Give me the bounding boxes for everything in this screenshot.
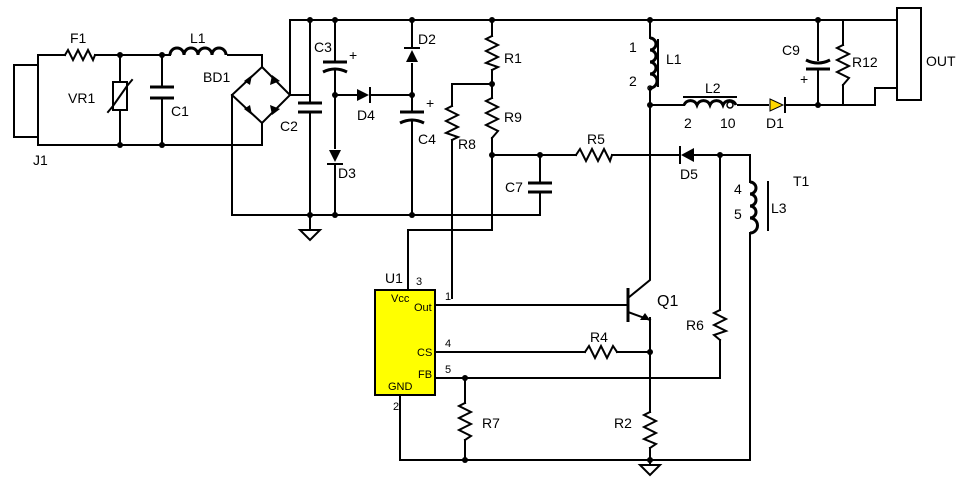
resistor-r6 [711,308,729,342]
u1-label-vcc: Vcc [391,293,410,305]
label-out: OUT [926,53,956,69]
label-f1: F1 [70,30,87,46]
output-connector [896,7,922,101]
u1-pin-4: 4 [445,338,451,350]
polarity-c9: + [800,71,808,87]
resistor-r7 [456,401,474,442]
pin-l3-4: 4 [734,181,742,197]
u1-pin-3: 3 [416,276,422,288]
label-r1: R1 [504,50,522,66]
ground-symbol-top [297,229,323,242]
resistor-r8 [443,104,461,142]
label-r2: R2 [614,415,632,431]
inductor-l1-input [168,46,228,56]
pin-l1-2: 2 [629,73,637,89]
fuse-f1 [63,47,97,63]
label-c2: C2 [280,118,298,134]
label-d1: D1 [766,115,784,131]
u1-pin-numbers: 3 1 4 5 2 [393,276,451,413]
label-vr1: VR1 [68,90,95,106]
label-r4: R4 [590,329,608,345]
pin-l1-1: 1 [629,39,637,55]
polarity-c3: + [349,47,357,63]
label-c1: C1 [171,103,189,119]
diode-d3 [327,150,343,165]
wires [37,19,898,466]
u1-label-cs: CS [417,347,432,359]
connector-j1 [13,54,39,146]
ic-u1 [374,289,436,396]
label-d5: D5 [680,166,698,182]
label-r12: R12 [852,54,878,70]
u1-pin-labels: Vcc Out CS FB GND [388,293,432,393]
u1-pin-2: 2 [393,401,399,413]
label-bd1: BD1 [203,69,230,85]
diode-d2 [404,47,420,62]
ground-symbol-bottom [637,464,663,477]
capacitor-c2 [298,101,322,114]
label-c4: C4 [418,131,436,147]
capacitor-c7 [528,181,552,194]
transistor-q1 [626,277,652,322]
label-d2: D2 [418,31,436,47]
resistor-r4 [583,343,619,361]
component-labels: F1 L1 VR1 C1 J1 BD1 C2 C3 + D2 D4 + C4 D… [33,30,956,431]
u1-label-fb: FB [418,369,432,381]
label-c7: C7 [505,179,523,195]
diode-d5 [679,146,694,164]
label-l1-input: L1 [190,30,206,46]
resistor-r9 [483,96,501,140]
capacitor-c1 [150,85,174,100]
label-u1: U1 [385,270,403,286]
inductor-l1-primary [649,36,659,90]
pin-l3-5: 5 [734,206,742,222]
label-r9: R9 [504,109,522,125]
label-r5: R5 [587,131,605,147]
label-q1: Q1 [657,293,678,310]
resistor-r12 [834,43,852,87]
capacitor-c9 [805,58,831,71]
label-j1: J1 [33,152,48,168]
label-d4: D4 [357,107,375,123]
label-l1-primary: L1 [666,51,682,67]
u1-label-gnd: GND [388,381,413,393]
inductor-l2 [682,99,738,110]
varistor-vr1 [106,78,134,114]
pin-l2-2: 2 [684,115,692,131]
label-l3: L3 [771,200,787,216]
resistor-r2 [641,410,659,450]
bridge-rectifier-bd1 [230,65,292,146]
u1-pin-5: 5 [445,364,451,376]
pin-l2-10: 10 [720,115,736,131]
polarity-c4: + [426,95,434,111]
capacitor-c3 [322,60,348,74]
label-c9: C9 [782,42,800,58]
label-l2: L2 [705,80,721,96]
label-c3: C3 [314,39,332,55]
resistor-r1 [483,34,501,72]
u1-pin-1: 1 [445,291,451,303]
diode-d1 [769,97,786,113]
capacitor-c4 [399,110,425,125]
resistor-r5 [574,146,614,164]
label-r6: R6 [686,317,704,333]
label-d3: D3 [338,165,356,181]
label-r8: R8 [458,136,476,152]
transformer-t1-l3 [749,180,769,235]
label-t1: T1 [793,173,810,189]
diode-d4 [357,87,371,103]
junction-dots [117,17,821,463]
u1-label-out: Out [414,302,432,314]
label-r7: R7 [482,415,500,431]
